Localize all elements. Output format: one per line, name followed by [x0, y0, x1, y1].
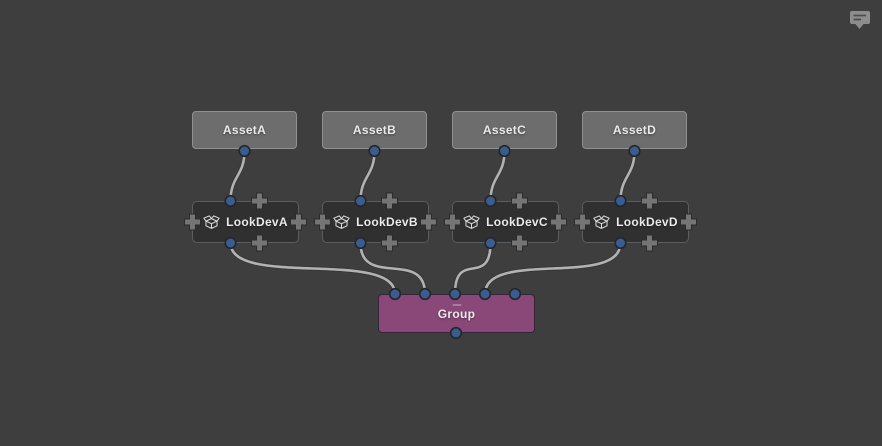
node-lookdevd-label: LookDevD — [616, 215, 678, 229]
package-icon — [203, 214, 220, 230]
group-output-port[interactable] — [449, 326, 463, 340]
assetc-output-port[interactable] — [498, 144, 511, 158]
lookdevd-input-port[interactable] — [614, 194, 627, 208]
wire-lookdeva-group[interactable] — [229, 241, 397, 296]
node-asseta-label: AssetA — [222, 123, 267, 137]
lookdevc-add-bottom-icon[interactable] — [511, 234, 528, 252]
node-assetd-label: AssetD — [612, 123, 657, 137]
lookdeva-add-left-icon[interactable] — [184, 213, 201, 231]
group-input-port-3[interactable] — [448, 287, 462, 301]
node-group-label: Group — [437, 306, 476, 321]
asseta-output-port[interactable] — [238, 144, 251, 158]
package-icon — [463, 214, 480, 230]
group-input-port-2[interactable] — [418, 287, 432, 301]
node-lookdevc-label: LookDevC — [486, 215, 548, 229]
lookdevd-add-right-icon[interactable] — [680, 213, 697, 231]
lookdevd-add-left-icon[interactable] — [574, 213, 591, 231]
group-input-port-1[interactable] — [388, 287, 402, 301]
lookdeva-input-port[interactable] — [224, 194, 237, 208]
collapse-indicator — [452, 304, 461, 306]
lookdevb-add-right-icon[interactable] — [420, 213, 437, 231]
lookdevb-output-port[interactable] — [354, 236, 367, 250]
lookdevc-input-port[interactable] — [484, 194, 497, 208]
node-assetb-label: AssetB — [352, 123, 397, 137]
node-assetc[interactable]: AssetC — [452, 111, 557, 149]
node-lookdeva-label: LookDevA — [226, 215, 288, 229]
lookdevd-output-port[interactable] — [614, 236, 627, 250]
lookdevc-add-left-icon[interactable] — [444, 213, 461, 231]
lookdeva-add-bottom-icon[interactable] — [251, 234, 268, 252]
lookdevd-add-top-icon[interactable] — [641, 192, 658, 210]
lookdeva-add-top-icon[interactable] — [251, 192, 268, 210]
lookdevb-add-left-icon[interactable] — [314, 213, 331, 231]
lookdevb-input-port[interactable] — [354, 194, 367, 208]
group-input-port-5[interactable] — [508, 287, 522, 301]
node-lookdevb-label: LookDevB — [356, 215, 418, 229]
assetd-output-port[interactable] — [628, 144, 641, 158]
node-assetc-label: AssetC — [482, 123, 527, 137]
lookdevb-add-bottom-icon[interactable] — [381, 234, 398, 252]
node-lookdevb[interactable]: LookDevB — [322, 201, 429, 243]
lookdevb-add-top-icon[interactable] — [381, 192, 398, 210]
package-icon — [333, 214, 350, 230]
lookdevc-output-port[interactable] — [484, 236, 497, 250]
node-lookdevc[interactable]: LookDevC — [452, 201, 559, 243]
node-asseta[interactable]: AssetA — [192, 111, 297, 149]
package-icon — [593, 214, 610, 230]
lookdeva-add-right-icon[interactable] — [290, 213, 307, 231]
node-lookdeva[interactable]: LookDevA — [192, 201, 299, 243]
group-input-port-4[interactable] — [478, 287, 492, 301]
assetb-output-port[interactable] — [368, 144, 381, 158]
lookdevc-add-top-icon[interactable] — [511, 192, 528, 210]
node-lookdevd[interactable]: LookDevD — [582, 201, 689, 243]
wire-lookdevd-group[interactable] — [483, 241, 622, 296]
lookdevd-add-bottom-icon[interactable] — [641, 234, 658, 252]
lookdevc-add-right-icon[interactable] — [550, 213, 567, 231]
lookdeva-output-port[interactable] — [224, 236, 237, 250]
comment-icon[interactable] — [850, 11, 870, 29]
